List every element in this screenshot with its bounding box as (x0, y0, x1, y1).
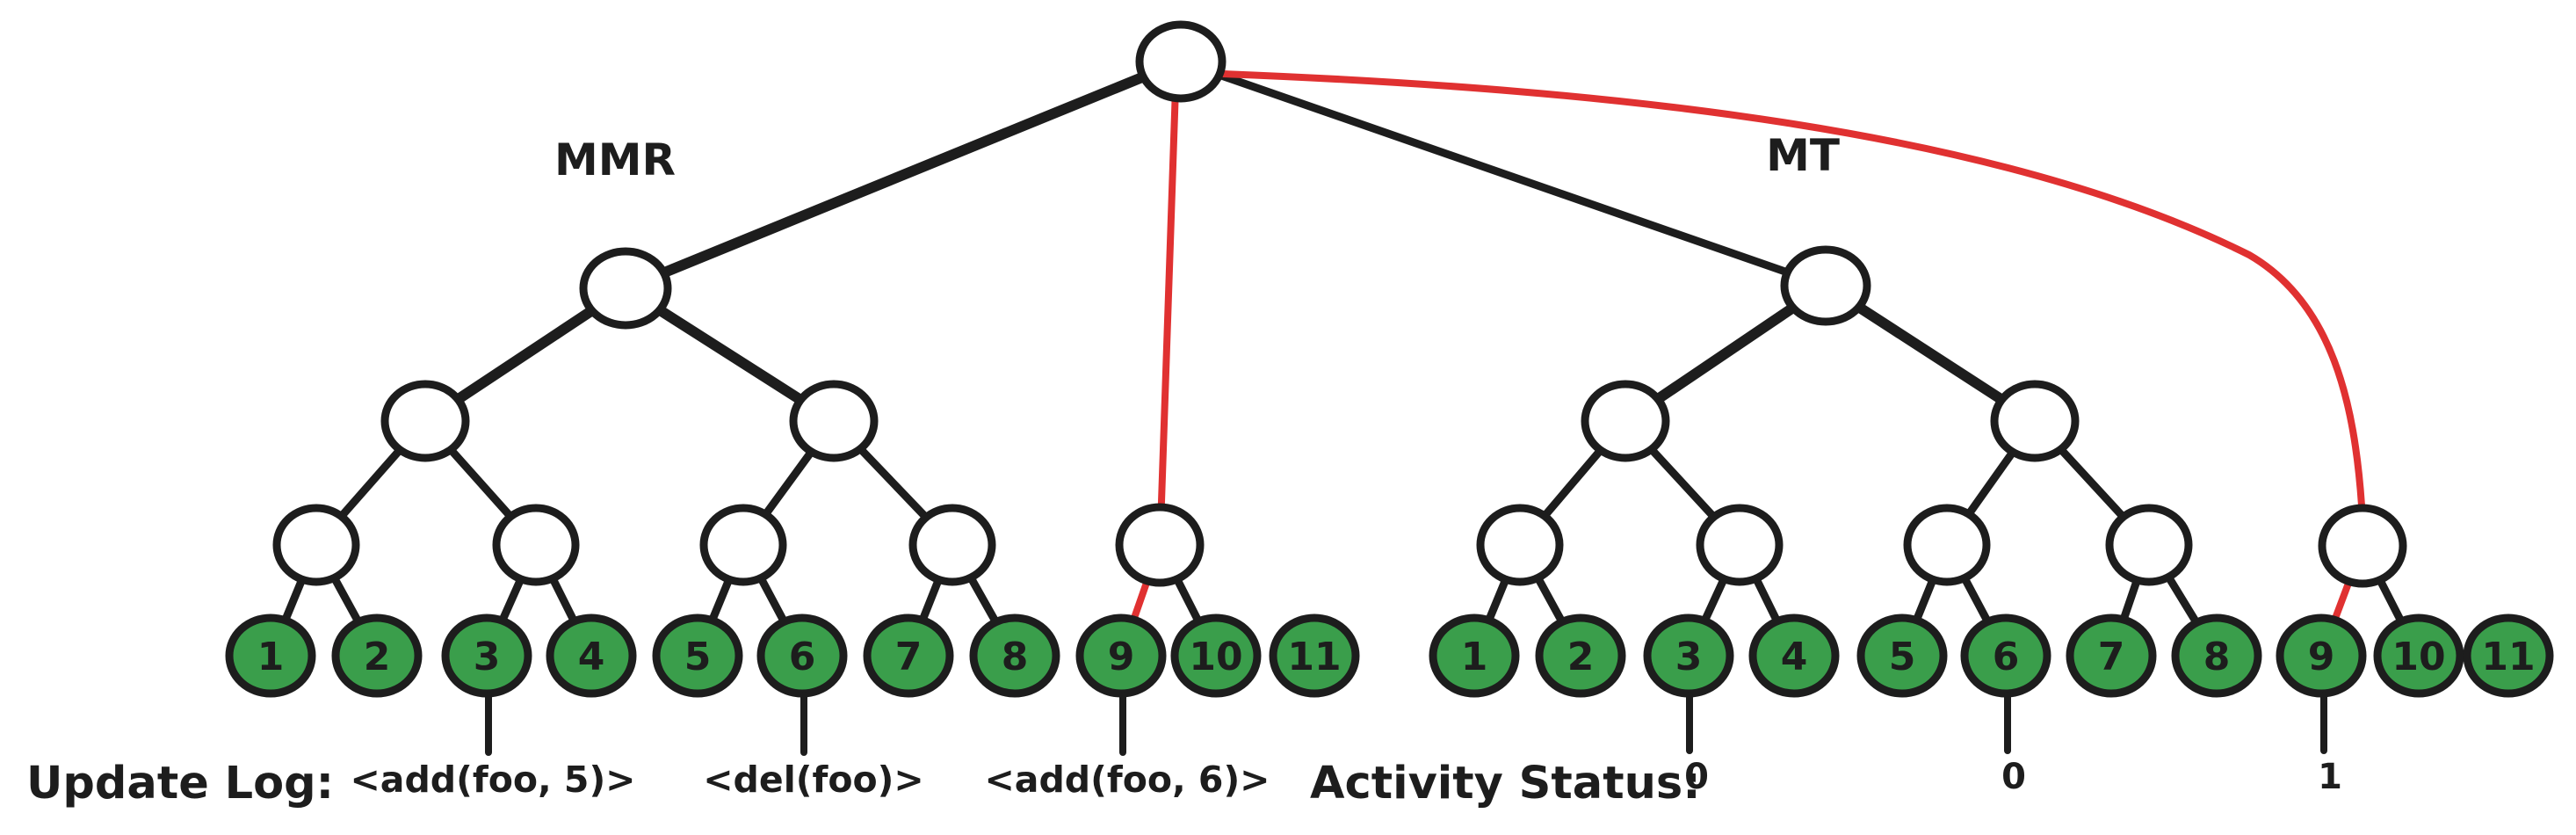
activity-status-value-3: 1 (2318, 757, 2342, 797)
mt-leaves: 1 2 3 4 5 6 7 8 9 10 11 (1429, 614, 2554, 698)
mt-leaf-8: 8 (2171, 614, 2262, 698)
leaf-number: 11 (2481, 635, 2535, 679)
leaf-number: 2 (1567, 635, 1595, 679)
leaf-number: 5 (684, 635, 712, 679)
leaf-circle (2171, 614, 2262, 698)
leaf-number: 4 (1781, 635, 1808, 679)
mt-leaf-2: 2 (1535, 614, 1626, 698)
edge-root-mmr (620, 56, 1186, 294)
mmr-internal-node (492, 504, 580, 586)
leaf-circle (1429, 614, 1520, 698)
mt-leaf-4: 4 (1748, 614, 1840, 698)
leaf-circle (1170, 614, 1262, 698)
mt-leaf-11: 11 (2463, 614, 2554, 698)
mmr-internal-node (699, 504, 787, 586)
mt-tree-label: MT (1766, 130, 1840, 181)
leaf-circle (1269, 614, 1360, 698)
leaf-number: 3 (474, 635, 501, 679)
mmr-internal-node (789, 380, 879, 462)
leaf-number: 1 (1461, 635, 1488, 679)
root-node (1135, 20, 1226, 103)
leaf-number: 9 (1108, 635, 1135, 679)
mt-leaf-3: 3 (1643, 614, 1734, 698)
highlight-root-to-mt-peak (1219, 70, 2365, 509)
mt-internal-node (1903, 504, 1991, 586)
mmr-internal-node (908, 504, 996, 586)
mmr-subtree-root (579, 247, 672, 330)
leaf-number: 11 (1287, 635, 1341, 679)
mmr-leaf-7: 7 (863, 614, 954, 698)
mt-leaf-7: 7 (2066, 614, 2157, 698)
mt-internal-node (1581, 380, 1670, 462)
mmr-internal-node (380, 380, 470, 462)
leaf-number: 1 (257, 635, 285, 679)
mt-root (1780, 245, 1871, 326)
mt-leaf-1: 1 (1429, 614, 1520, 698)
mmr-tree-label: MMR (554, 134, 676, 185)
highlight-root-to-mmr-peak (1157, 84, 1179, 531)
internal-nodes (272, 20, 2407, 588)
mmr-leaf-2: 2 (331, 614, 423, 698)
leaf-circle (2373, 614, 2464, 698)
leaf-number: 6 (1993, 635, 2020, 679)
activity-status-label: Activity Status: (1310, 758, 1701, 810)
leaf-number: 2 (364, 635, 391, 679)
leaf-circle (2463, 614, 2554, 698)
annotation-stems (485, 692, 2327, 756)
mmr-leaf-6: 6 (756, 614, 848, 698)
leaf-circle (863, 614, 954, 698)
mmr-leaves: 1 2 3 4 5 6 7 8 9 10 11 (225, 614, 1360, 698)
leaf-circle (331, 614, 423, 698)
leaf-circle (1748, 614, 1840, 698)
update-log-entry-2: <del(foo)> (703, 759, 924, 801)
leaf-number: 8 (1002, 635, 1029, 679)
update-log-label: Update Log: (26, 758, 334, 810)
mmr-leaf-4: 4 (546, 614, 637, 698)
mmr-internal-node (272, 504, 360, 586)
mt-leaf-6: 6 (1960, 614, 2051, 698)
leaf-number: 10 (2391, 635, 2445, 679)
mmr-leaf-11: 11 (1269, 614, 1360, 698)
mmr-leaf-9: 9 (1075, 614, 1167, 698)
leaf-circle (1856, 614, 1948, 698)
mt-leaf-5: 5 (1856, 614, 1948, 698)
leaf-circle (652, 614, 743, 698)
activity-status-value-1: 0 (1684, 757, 1709, 797)
mmr-leaf-1: 1 (225, 614, 316, 698)
leaf-number: 8 (2203, 635, 2231, 679)
mmr-leaf-10: 10 (1170, 614, 1262, 698)
leaf-circle (2066, 614, 2157, 698)
leaf-circle (1535, 614, 1626, 698)
mt-internal-node (1476, 504, 1564, 586)
leaf-circle (225, 614, 316, 698)
mmr-leaf-5: 5 (652, 614, 743, 698)
mt-leaf-9: 9 (2276, 614, 2367, 698)
update-log-entry-1: <add(foo, 5)> (350, 759, 635, 801)
leaf-number: 7 (895, 635, 923, 679)
mt-leaf-10: 10 (2373, 614, 2464, 698)
leaf-circle (969, 614, 1060, 698)
leaf-circle (546, 614, 637, 698)
mmr-leaf-8: 8 (969, 614, 1060, 698)
leaf-number: 9 (2308, 635, 2335, 679)
edge-root-mt (1176, 57, 1830, 290)
leaf-number: 7 (2098, 635, 2125, 679)
leaf-number: 5 (1889, 635, 1916, 679)
mt-peak-node-9-10 (2318, 504, 2407, 588)
update-log-entry-3: <add(foo, 6)> (984, 759, 1270, 801)
leaf-number: 3 (1675, 635, 1703, 679)
activity-status-value-2: 0 (2001, 757, 2026, 797)
mmr-leaf-3: 3 (441, 614, 532, 698)
leaf-number: 4 (578, 635, 605, 679)
mt-internal-node (1696, 504, 1784, 586)
mt-internal-node (2105, 504, 2193, 586)
leaf-number: 6 (789, 635, 816, 679)
leaf-number: 10 (1189, 635, 1242, 679)
mmr-peak-node-9-10 (1115, 503, 1205, 587)
mt-internal-node (1990, 380, 2080, 462)
